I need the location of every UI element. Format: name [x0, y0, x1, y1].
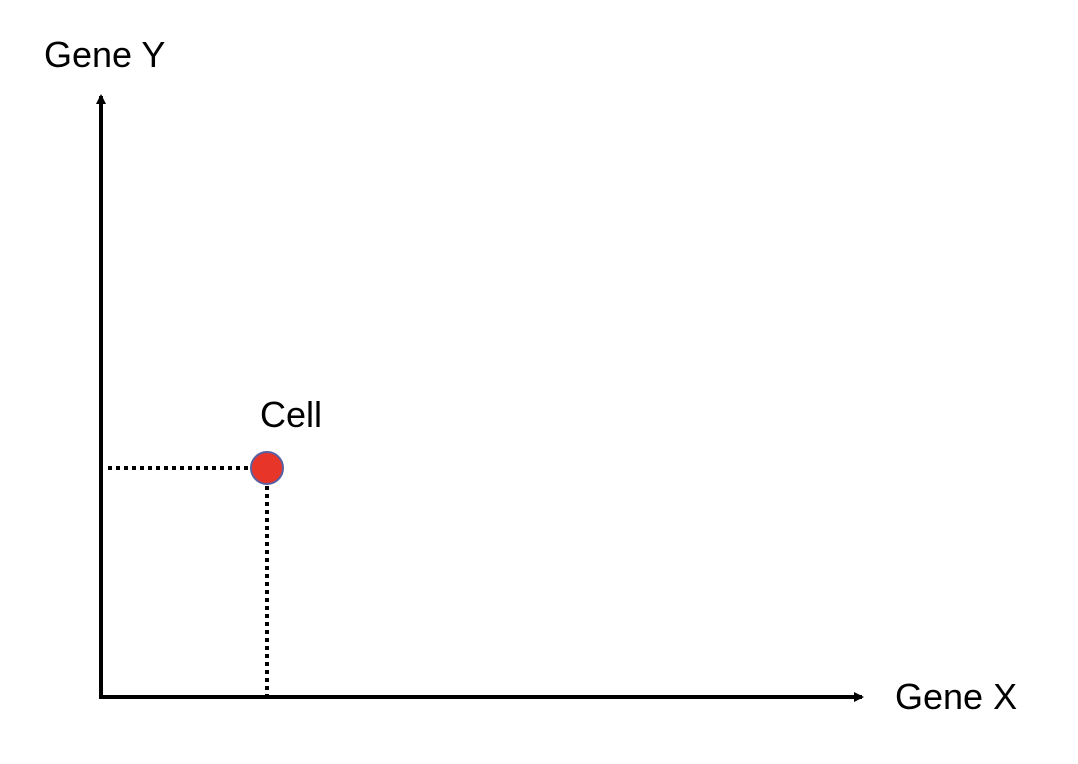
x-axis-label: Gene X: [895, 676, 1017, 717]
cell-point: [250, 451, 284, 485]
y-axis-label: Gene Y: [44, 34, 165, 75]
cell-label: Cell: [260, 394, 322, 435]
